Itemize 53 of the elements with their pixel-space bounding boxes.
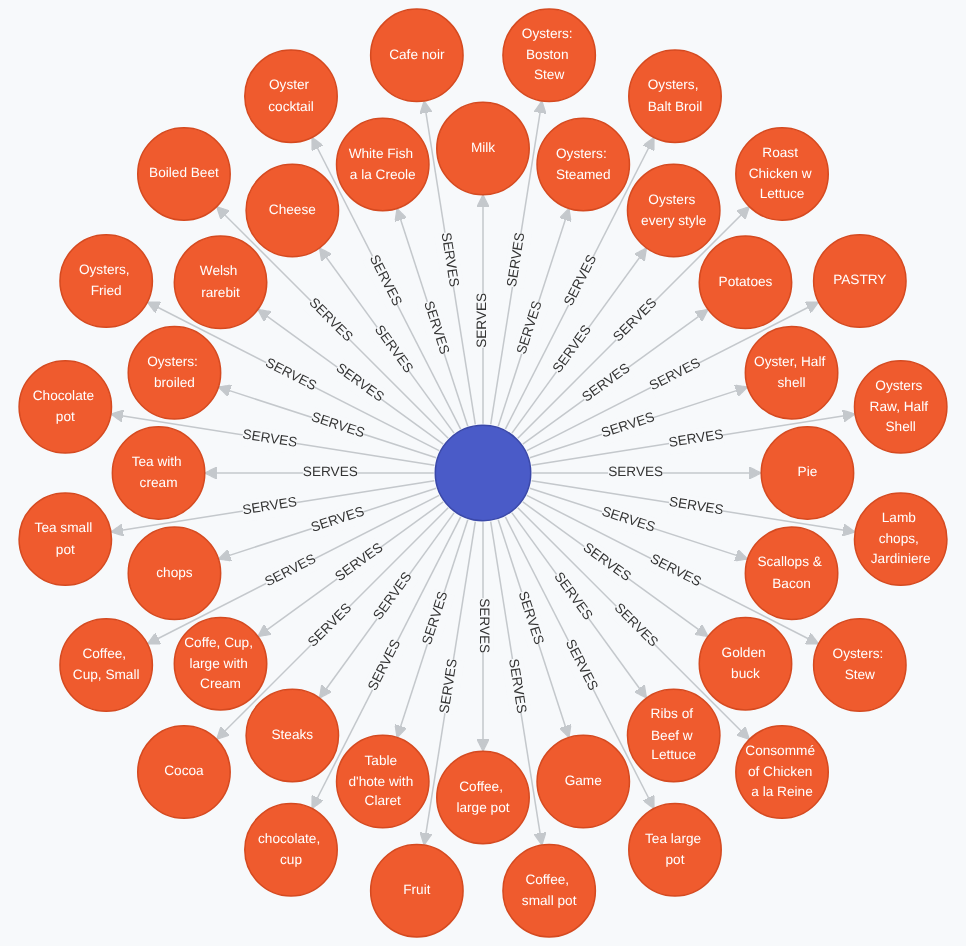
arrow — [257, 308, 444, 445]
arrow — [216, 507, 449, 740]
edge-label: SERVES — [600, 503, 658, 535]
arrow — [526, 494, 820, 645]
edge-label: SERVES — [503, 231, 528, 289]
arrow — [110, 409, 436, 467]
edge-label: SERVES — [506, 657, 530, 715]
arrow — [217, 487, 437, 562]
arrow — [504, 516, 655, 810]
edge-label: SERVES — [436, 657, 460, 715]
arrow — [419, 520, 477, 846]
edge-label: SERVES — [667, 426, 725, 450]
arrow — [530, 409, 856, 467]
node-circle — [434, 424, 532, 522]
arrow — [529, 487, 749, 562]
arrow — [497, 519, 572, 739]
arrow — [311, 516, 462, 810]
edge-label: SERVES — [515, 589, 547, 647]
arrow — [216, 206, 449, 439]
arrow — [146, 494, 440, 645]
arrow — [489, 100, 547, 426]
arrow — [394, 207, 469, 427]
arrow — [394, 519, 469, 739]
edge-label: SERVES — [438, 231, 463, 289]
edge-label: SERVES — [308, 503, 366, 535]
arrow — [489, 520, 547, 846]
arrow — [522, 501, 709, 638]
arrow — [318, 247, 455, 434]
arrow — [517, 206, 750, 439]
arrow — [511, 247, 648, 434]
edge-label: SERVES — [513, 298, 545, 356]
arrow — [257, 501, 444, 638]
arrow — [522, 308, 709, 445]
edge-label: SERVES — [419, 589, 451, 647]
arrow — [217, 384, 437, 459]
edge-label: SERVES — [667, 493, 725, 518]
edge-label: SERVES — [241, 493, 299, 518]
arrow — [318, 512, 455, 699]
arrow — [517, 507, 750, 740]
arrow — [530, 479, 856, 537]
arrow — [146, 301, 440, 452]
edge-label: SERVES — [309, 409, 367, 441]
arrow — [311, 136, 462, 430]
edge-label: SERVES — [241, 426, 299, 450]
arrow — [504, 136, 655, 430]
arrow — [419, 100, 477, 426]
arrow — [497, 207, 572, 427]
arrow — [529, 384, 749, 459]
arrow — [511, 512, 648, 699]
edge-label: SERVES — [421, 298, 453, 356]
arrow — [526, 301, 820, 452]
edge-label: SERVES — [599, 409, 657, 441]
arrow — [110, 479, 436, 537]
